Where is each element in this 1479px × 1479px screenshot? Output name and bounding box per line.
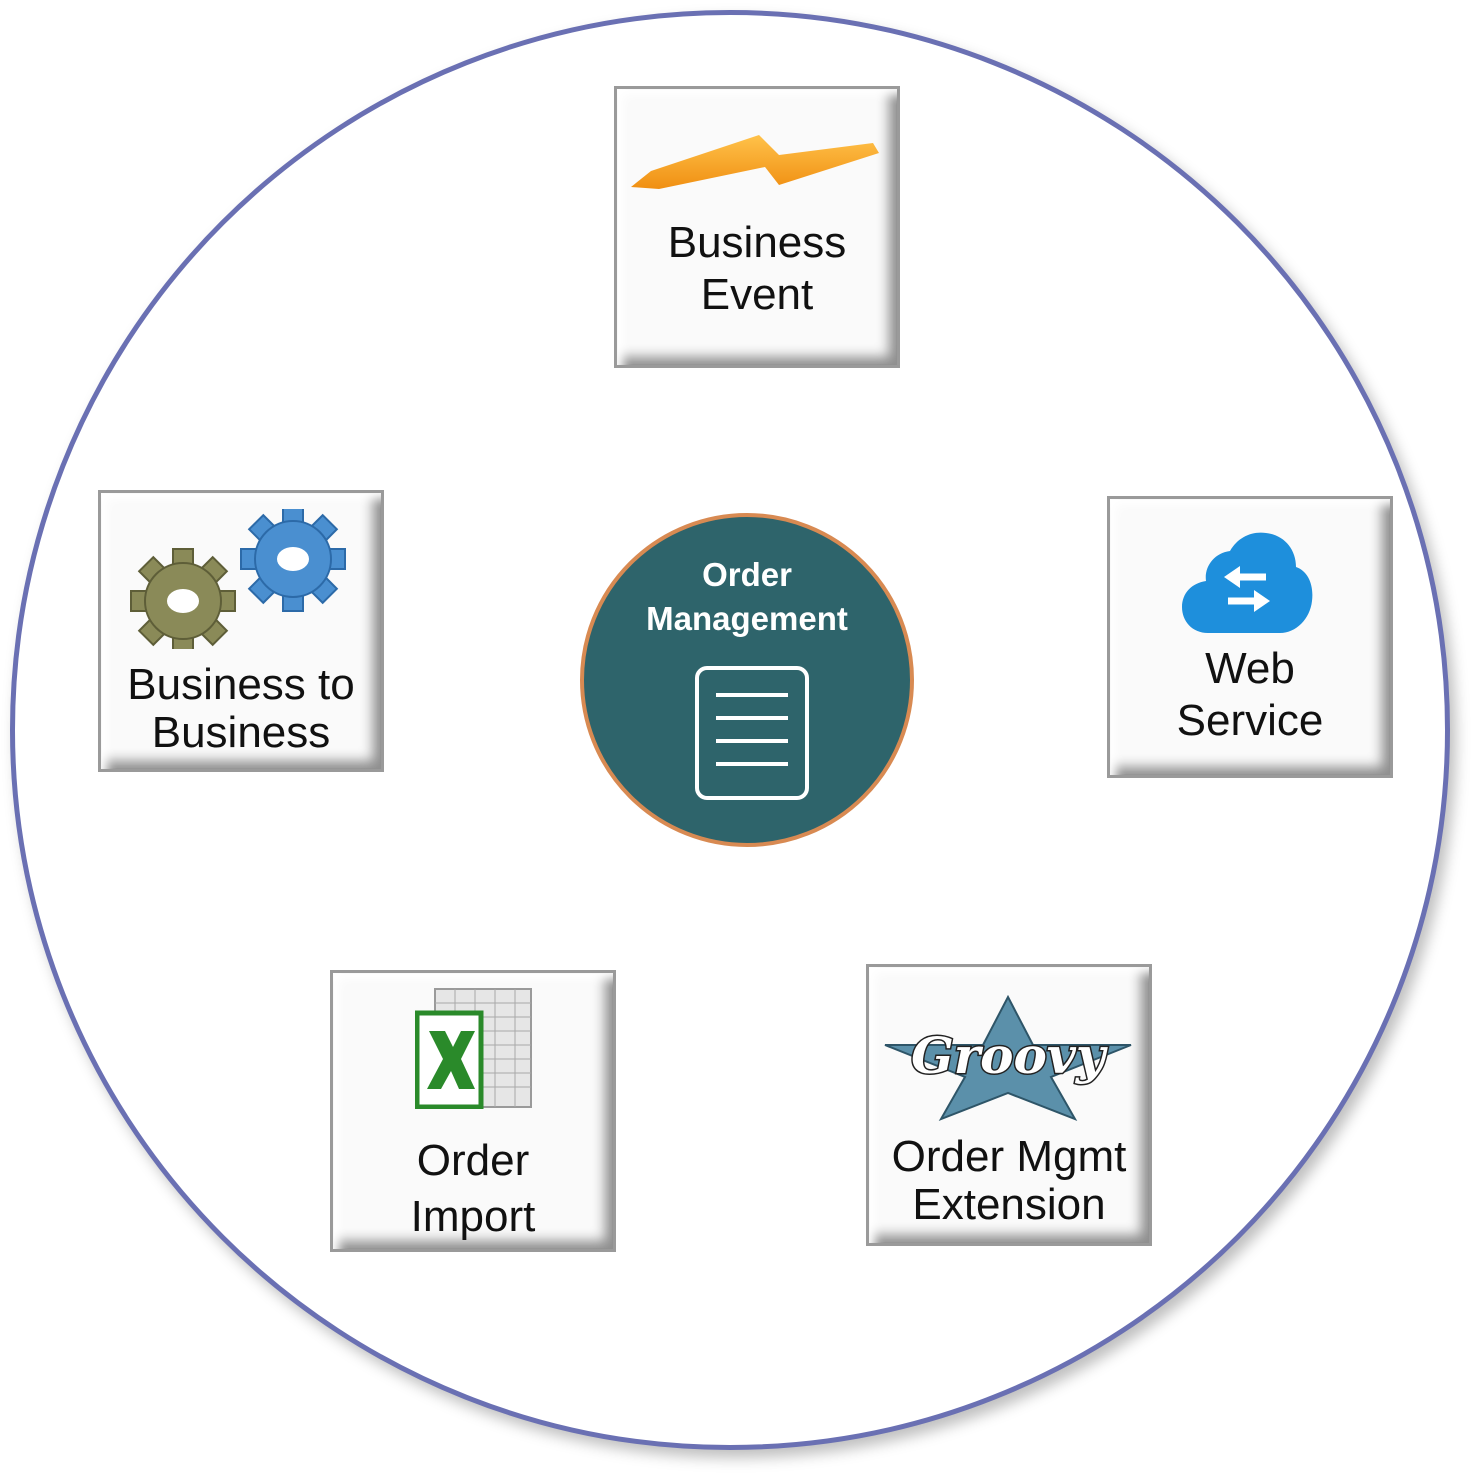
node-order-mgmt-extension: Groovy Order Mgmt Extension <box>866 964 1152 1246</box>
node-web-service: Web Service <box>1107 496 1393 778</box>
node-label-line1: Business <box>667 218 847 267</box>
node-order-import: Order Import <box>330 970 616 1252</box>
node-label-line2: Business <box>151 708 331 757</box>
node-label-line1: Order <box>416 1136 530 1185</box>
node-label-line1: Business to <box>127 660 355 709</box>
cloud-transfer-icon <box>1182 532 1313 633</box>
node-label: Web Service <box>1110 643 1390 747</box>
node-label-line2: Service <box>1176 696 1324 745</box>
node-label: Order Mgmt Extension <box>869 1133 1149 1229</box>
node-label: Business to Business <box>101 661 381 757</box>
node-label: Business Event <box>617 217 897 321</box>
node-business-to-business: Business to Business <box>98 490 384 772</box>
node-label-line2: Event <box>700 270 814 319</box>
groovy-star-icon: Groovy <box>884 995 1132 1121</box>
hub-title: Order Management <box>584 553 910 641</box>
node-label: Order Import <box>333 1133 613 1245</box>
document-icon <box>695 666 809 800</box>
node-label-line1: Web <box>1205 644 1295 693</box>
hub-title-line2: Management <box>646 600 848 637</box>
order-management-hub: Order Management <box>580 513 914 847</box>
node-label-line2: Extension <box>912 1180 1106 1229</box>
node-label-line1: Order Mgmt <box>891 1132 1127 1181</box>
gears-icon <box>130 509 346 649</box>
spreadsheet-excel-icon <box>415 988 532 1109</box>
node-business-event: Business Event <box>614 86 900 368</box>
node-label-line2: Import <box>410 1192 536 1241</box>
lightning-bolt-icon <box>631 135 879 189</box>
groovy-logo-text: Groovy <box>911 1026 1108 1085</box>
hub-title-line1: Order <box>702 556 792 593</box>
